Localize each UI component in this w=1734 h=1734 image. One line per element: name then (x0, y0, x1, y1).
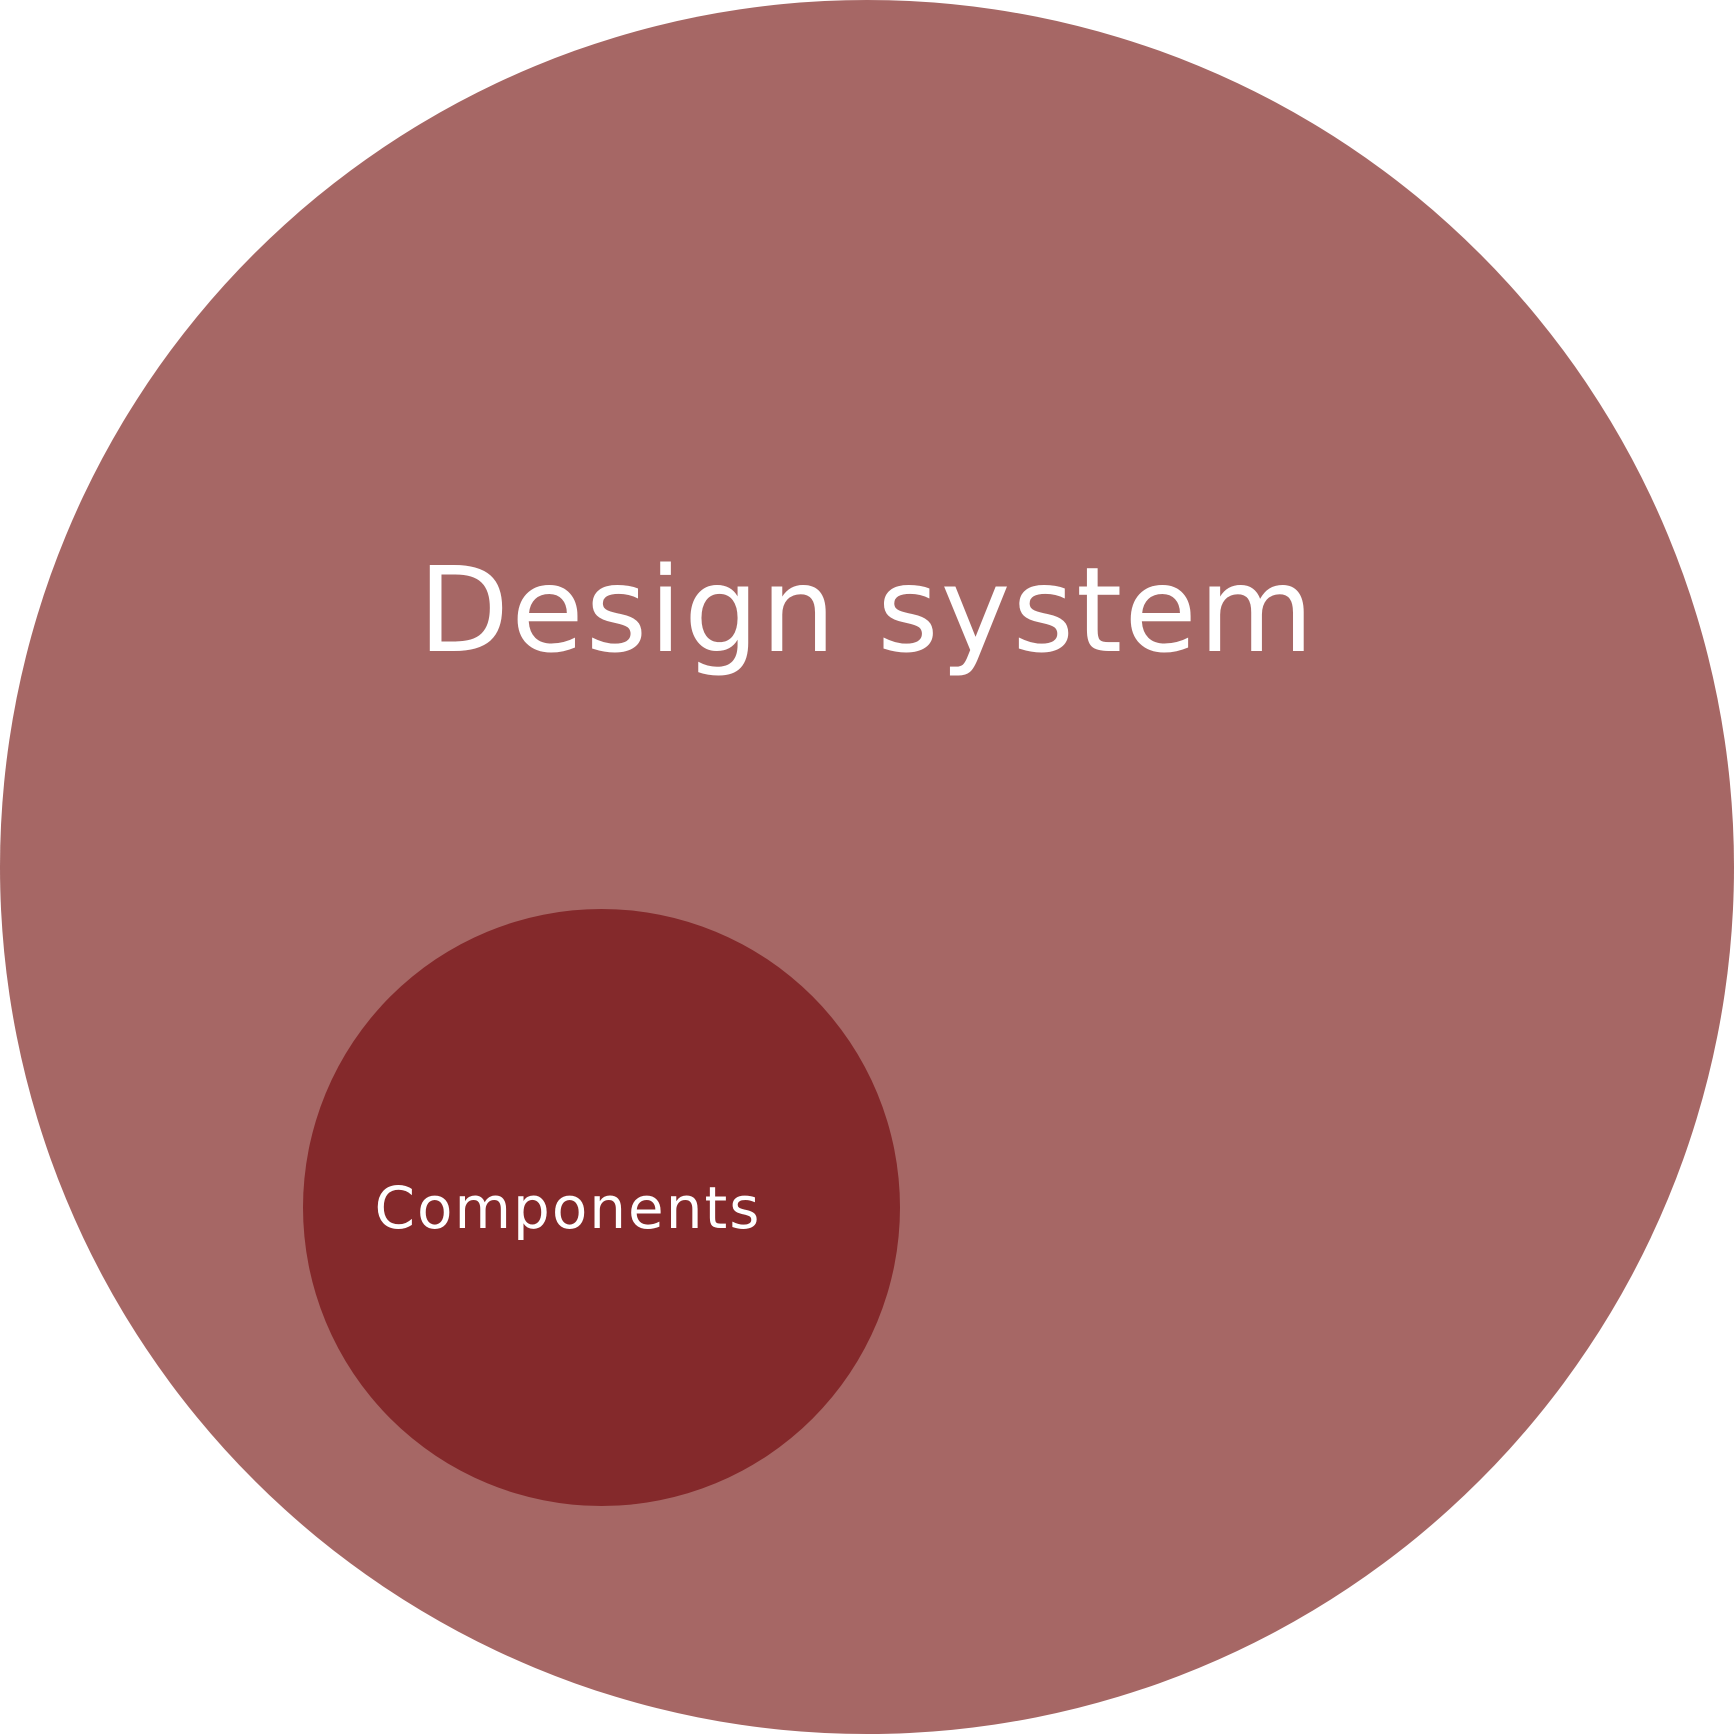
design-system-label: Design system (418, 541, 1316, 679)
components-circle (303, 909, 900, 1506)
components-label: Components (374, 1174, 762, 1242)
